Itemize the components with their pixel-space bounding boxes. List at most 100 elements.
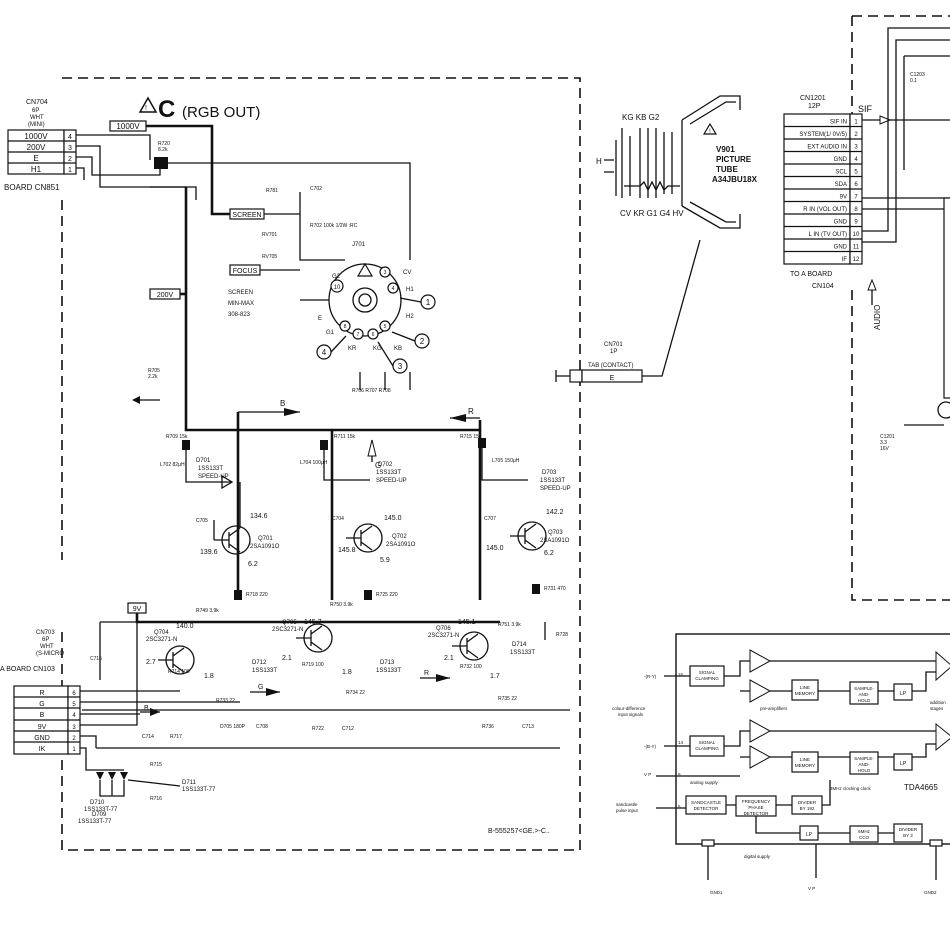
- svg-text:A BOARD CN103: A BOARD CN103: [0, 666, 55, 673]
- svg-text:145.0: 145.0: [486, 545, 504, 552]
- svg-text:CV: CV: [403, 270, 411, 276]
- svg-text:D701: D701: [196, 458, 211, 464]
- svg-text:!: !: [709, 129, 711, 135]
- cn1201-pin-number: 3: [854, 145, 858, 151]
- svg-text:1SS133T-77: 1SS133T-77: [84, 807, 118, 813]
- svg-text:DETECTOR: DETECTOR: [744, 811, 769, 816]
- svg-text:CLAMPING: CLAMPING: [695, 746, 719, 751]
- svg-text:R734 22: R734 22: [346, 690, 365, 696]
- svg-text:C704: C704: [332, 516, 344, 522]
- svg-text:BY 192: BY 192: [800, 806, 815, 811]
- svg-text:200V: 200V: [27, 143, 46, 152]
- cn1201-pin-name: GND: [834, 157, 848, 163]
- svg-text:C705: C705: [196, 518, 208, 524]
- svg-text:1SS133T: 1SS133T: [252, 668, 277, 674]
- picture-tube-v901: KG KB G2 ! V901 PICTURE TUBE A34JBU18X H…: [596, 95, 758, 229]
- svg-text:G1: G1: [326, 330, 335, 336]
- drive-stage-q705: 145.7 2.1 Q705 2SC3271-N R719 100 D712 1…: [252, 602, 365, 696]
- svg-text:SPEED-UP: SPEED-UP: [540, 486, 571, 492]
- svg-text:1: 1: [426, 298, 431, 307]
- cn1201-pin-number: 7: [854, 195, 858, 201]
- svg-text:C1203: C1203: [910, 72, 925, 78]
- svg-text:1000V: 1000V: [116, 122, 140, 131]
- svg-text:R711 15k: R711 15k: [334, 434, 356, 440]
- svg-text:GND: GND: [34, 735, 50, 742]
- svg-text:G2: G2: [332, 274, 341, 280]
- svg-text:1SS133T: 1SS133T: [510, 650, 535, 656]
- svg-text:1SS133T: 1SS133T: [198, 466, 223, 472]
- r720-symbol: [154, 157, 168, 169]
- svg-text:SAMPLE-: SAMPLE-: [854, 756, 874, 761]
- svg-text:CCO: CCO: [859, 835, 869, 840]
- svg-text:5: 5: [678, 804, 681, 809]
- svg-text:CN104: CN104: [812, 283, 834, 290]
- svg-text:R706 R707 R708: R706 R707 R708: [352, 388, 391, 394]
- svg-text:R720: R720: [158, 141, 170, 147]
- svg-text:R732 100: R732 100: [460, 664, 482, 670]
- svg-text:G: G: [258, 684, 263, 691]
- svg-text:KR: KR: [348, 346, 357, 352]
- svg-text:C713: C713: [522, 724, 534, 730]
- svg-text:IK: IK: [39, 746, 46, 753]
- svg-text:Q704: Q704: [154, 630, 169, 636]
- svg-text:L705 150μH: L705 150μH: [492, 458, 520, 464]
- svg-text:3MHz clocking clock: 3MHz clocking clock: [830, 786, 872, 791]
- svg-text:6MHz: 6MHz: [858, 829, 871, 834]
- svg-text:R735 22: R735 22: [498, 696, 517, 702]
- cn1201-pin-number: 1: [854, 120, 858, 126]
- svg-text:A34JBU18X: A34JBU18X: [712, 175, 758, 184]
- board-c-footer: B-555257<GE.>-C..: [488, 828, 550, 835]
- cn1201-pin-name: IF: [842, 257, 848, 263]
- svg-text:R: R: [468, 407, 474, 416]
- svg-text:Q705: Q705: [282, 620, 297, 626]
- svg-text:L704 100μH: L704 100μH: [300, 460, 328, 466]
- svg-text:1SS133T: 1SS133T: [376, 668, 401, 674]
- svg-text:D714: D714: [512, 642, 527, 648]
- svg-text:BOARD CN851: BOARD CN851: [4, 183, 60, 192]
- svg-text:1.8: 1.8: [342, 669, 352, 676]
- svg-text:SIGNAL: SIGNAL: [699, 740, 716, 745]
- svg-text:R719 100: R719 100: [302, 662, 324, 668]
- svg-text:C702: C702: [310, 186, 322, 192]
- svg-text:analog supply: analog supply: [690, 780, 719, 785]
- svg-text:4: 4: [322, 348, 327, 357]
- cn704-connector: CN704 6P WHT (MINI) 1000V 200V E H1 4 3 …: [4, 99, 77, 192]
- svg-text:D710: D710: [90, 800, 105, 806]
- cn1201-pin-name: SYSTEM(1/ 0V/5): [799, 132, 847, 138]
- svg-text:AND-: AND-: [859, 762, 871, 767]
- svg-text:1.7: 1.7: [490, 673, 500, 680]
- socket-callouts: 1 2 3 4: [316, 294, 436, 374]
- svg-text:D705 180P: D705 180P: [220, 724, 246, 730]
- svg-text:C1201: C1201: [880, 434, 895, 440]
- svg-text:4: 4: [72, 713, 76, 719]
- svg-text:B: B: [40, 712, 45, 719]
- svg-text:J701: J701: [352, 242, 366, 248]
- svg-text:!: !: [145, 105, 147, 112]
- svg-text:SAMPLE-: SAMPLE-: [854, 686, 874, 691]
- svg-text:R714 100: R714 100: [168, 669, 190, 675]
- svg-text:0.1: 0.1: [910, 78, 917, 84]
- svg-text:GND1: GND1: [710, 890, 723, 895]
- svg-text:HOLD: HOLD: [858, 768, 871, 773]
- cn703-connector: CN703 6P WHT (S-MICRO A BOARD CN103 R G …: [0, 630, 81, 755]
- svg-text:(MINI): (MINI): [28, 122, 45, 128]
- svg-text:R722: R722: [312, 726, 324, 732]
- svg-text:H2: H2: [406, 314, 414, 320]
- svg-text:SIGNAL: SIGNAL: [699, 670, 716, 675]
- svg-text:E: E: [33, 154, 38, 163]
- svg-text:KG KB G2: KG KB G2: [622, 113, 660, 122]
- cn1201-pin-number: 4: [854, 157, 858, 163]
- svg-text:2.7: 2.7: [146, 659, 156, 666]
- svg-text:-(B-Y): -(B-Y): [644, 744, 656, 749]
- svg-text:R733 22: R733 22: [216, 698, 235, 704]
- svg-text:LP: LP: [900, 761, 907, 767]
- svg-text:R705: R705: [148, 368, 160, 374]
- crt-socket-j701: J701 10 8 7 6 5 4 3 CV H1 H2 KB KR KG E …: [318, 242, 414, 352]
- svg-text:LP: LP: [900, 691, 907, 697]
- svg-text:9V: 9V: [38, 724, 47, 731]
- svg-text:C712: C712: [342, 726, 354, 732]
- svg-text:CN704: CN704: [26, 99, 48, 106]
- svg-text:2: 2: [420, 337, 425, 346]
- svg-text:TDA4665: TDA4665: [904, 783, 938, 792]
